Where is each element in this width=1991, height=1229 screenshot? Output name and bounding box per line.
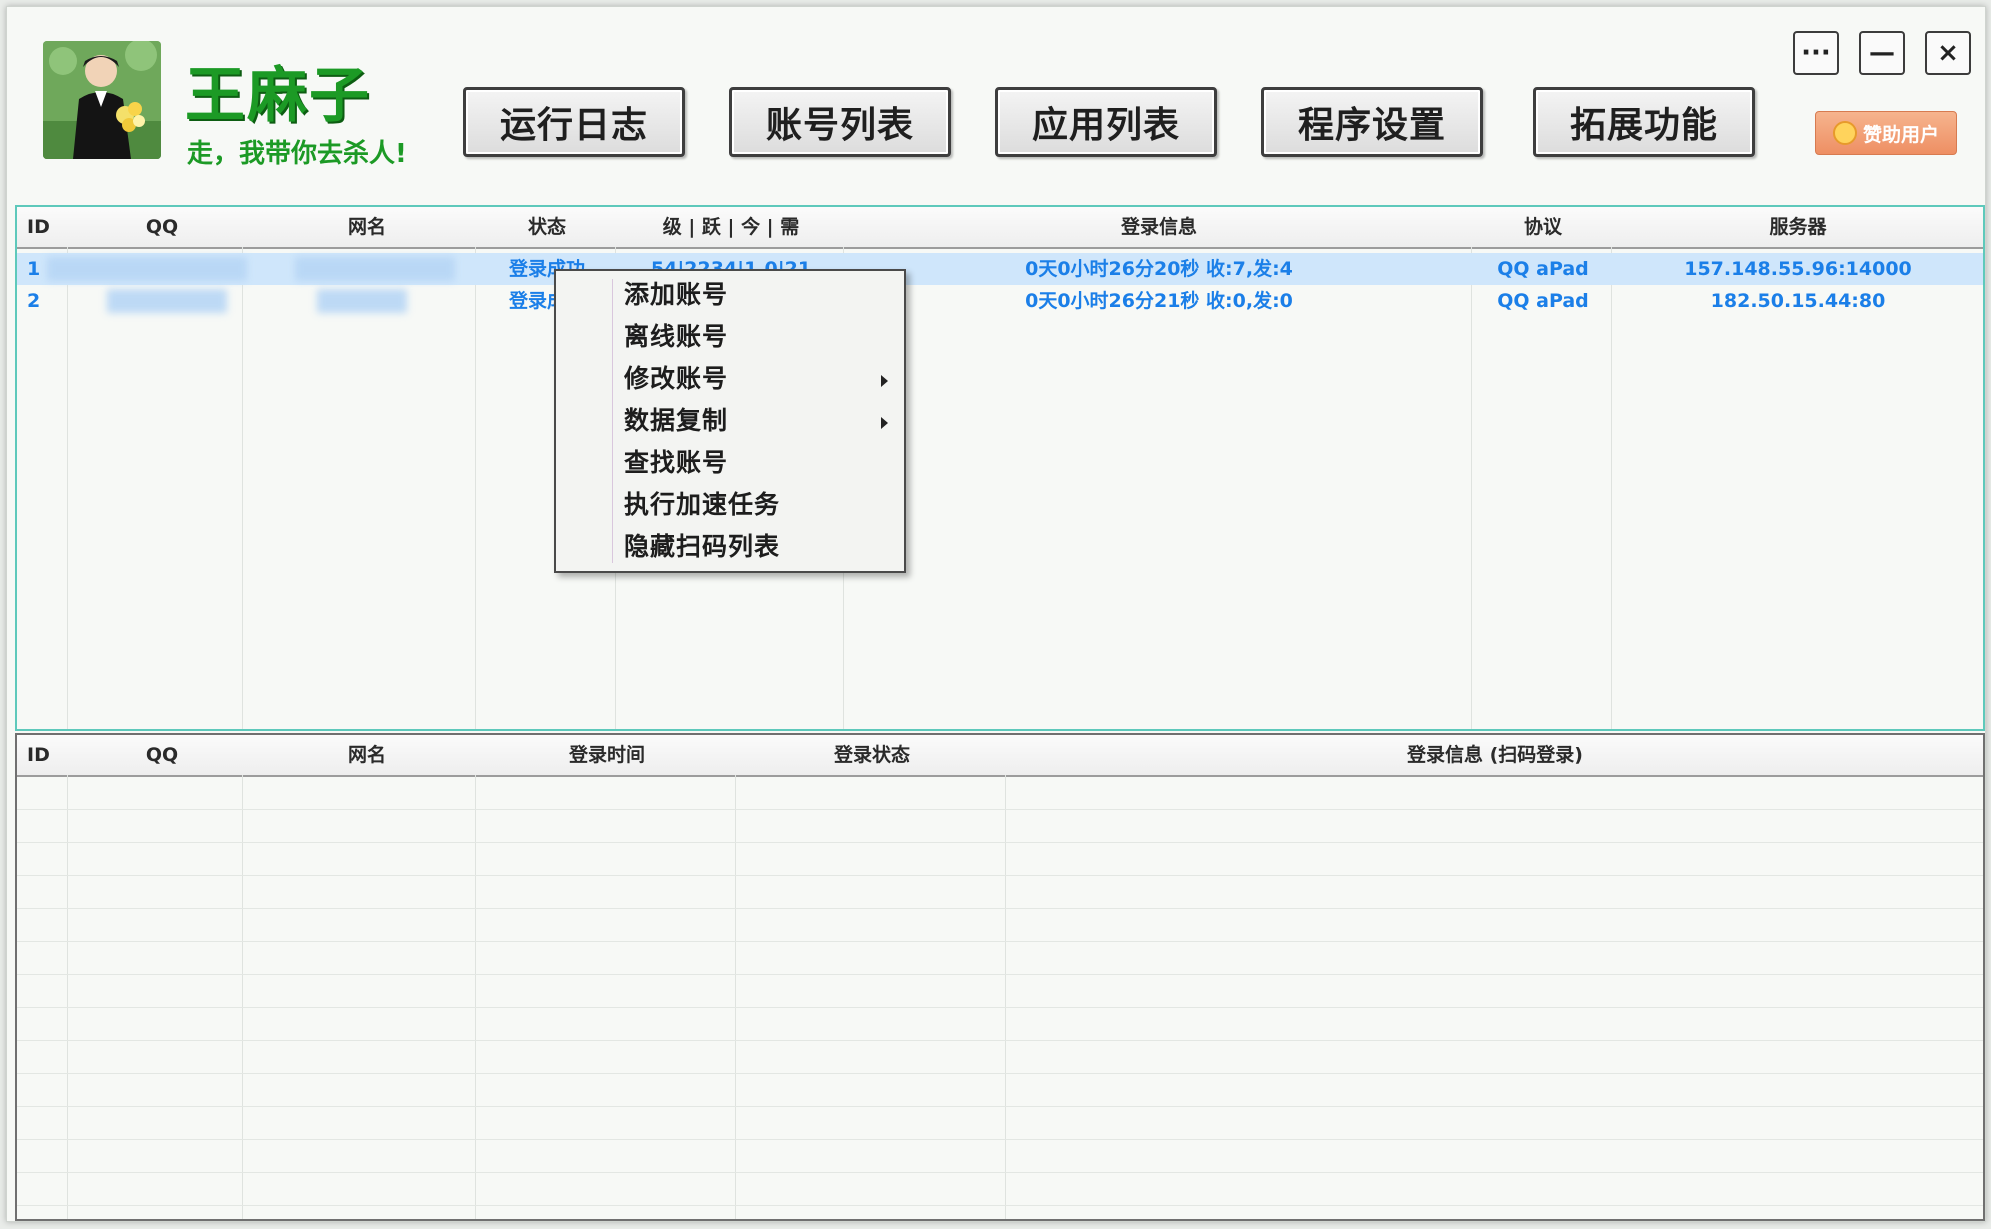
grid-line: [17, 1172, 1983, 1173]
col-login-info[interactable]: 登录信息: [1120, 216, 1197, 238]
column-divider: [1005, 775, 1006, 1219]
column-divider: [1471, 247, 1472, 729]
grid-line: [17, 1073, 1983, 1074]
col-server[interactable]: 服务器: [1769, 216, 1827, 238]
main-window: 王麻子 走，我带你去杀人! 运行日志 账号列表 应用列表 程序设置 拓展功能 ·…: [6, 6, 1986, 1222]
col-id[interactable]: ID: [27, 744, 50, 766]
close-button[interactable]: ×: [1925, 31, 1971, 75]
app-logo-avatar: [43, 41, 161, 159]
more-button[interactable]: ···: [1793, 31, 1839, 75]
scan-table-header: ID QQ 网名 登录时间 登录状态 登录信息 (扫码登录): [17, 735, 1983, 777]
row-id: 2: [27, 290, 41, 312]
row-protocol: QQ aPad: [1497, 258, 1589, 280]
menu-gutter: [612, 279, 613, 563]
row-login-info: 0天0小时26分20秒 收:7,发:4: [1025, 258, 1293, 280]
program-settings-button[interactable]: 程序设置: [1261, 87, 1483, 157]
column-divider: [475, 775, 476, 1219]
grid-line: [17, 1205, 1983, 1206]
table-row[interactable]: 1 登录成功 54|2234|1.0|21 0天0小时26分20秒 收:7,发:…: [17, 253, 1983, 285]
menu-run-boost-task[interactable]: 执行加速任务: [624, 490, 781, 519]
menu-modify-account[interactable]: 修改账号: [624, 364, 729, 393]
sponsor-user-button[interactable]: 赞助用户: [1815, 111, 1957, 155]
col-login-time[interactable]: 登录时间: [568, 744, 645, 766]
menu-copy-data[interactable]: 数据复制: [624, 406, 729, 435]
scan-login-table[interactable]: ID QQ 网名 登录时间 登录状态 登录信息 (扫码登录): [15, 733, 1985, 1221]
accounts-table-header: ID QQ 网名 状态 级 | 跃 | 今 | 需 登录信息 协议 服务器: [17, 207, 1983, 249]
menu-hide-scan-list[interactable]: 隐藏扫码列表: [624, 532, 781, 561]
context-menu: 添加账号 离线账号 修改账号 数据复制 查找账号 执行加速任务 隐藏扫码列表: [554, 269, 906, 573]
column-divider: [475, 247, 476, 729]
col-id[interactable]: ID: [27, 216, 50, 238]
menu-find-account[interactable]: 查找账号: [624, 448, 729, 477]
col-login-status[interactable]: 登录状态: [833, 744, 910, 766]
accounts-table[interactable]: ID QQ 网名 状态 级 | 跃 | 今 | 需 登录信息 协议 服务器 1 …: [15, 205, 1985, 731]
redacted-nickname: [295, 257, 455, 281]
grid-line: [17, 1040, 1983, 1041]
app-slogan: 走，我带你去杀人!: [187, 139, 407, 169]
col-qq[interactable]: QQ: [145, 216, 179, 238]
grid-line: [17, 1007, 1983, 1008]
app-title: 王麻子: [185, 61, 371, 131]
col-nickname[interactable]: 网名: [347, 216, 386, 238]
grid-line: [17, 842, 1983, 843]
row-id: 1: [27, 258, 41, 280]
avatar-illustration: [43, 41, 161, 159]
col-scan-login-info[interactable]: 登录信息 (扫码登录): [1407, 744, 1583, 766]
redacted-qq: [47, 257, 247, 281]
col-protocol[interactable]: 协议: [1523, 216, 1562, 238]
extensions-button[interactable]: 拓展功能: [1533, 87, 1755, 157]
row-login-info: 0天0小时26分21秒 收:0,发:0: [1025, 290, 1293, 312]
coin-icon: [1832, 121, 1857, 145]
col-qq[interactable]: QQ: [145, 744, 179, 766]
column-divider: [242, 775, 243, 1219]
submenu-arrow-icon: [881, 417, 888, 429]
app-list-button[interactable]: 应用列表: [995, 87, 1217, 157]
col-status[interactable]: 状态: [527, 216, 566, 238]
run-log-button[interactable]: 运行日志: [463, 87, 685, 157]
grid-line: [17, 974, 1983, 975]
row-server: 182.50.15.44:80: [1710, 290, 1886, 312]
column-divider: [1611, 247, 1612, 729]
grid-line: [17, 875, 1983, 876]
column-divider: [242, 247, 243, 729]
menu-offline-account[interactable]: 离线账号: [624, 322, 729, 351]
account-list-button[interactable]: 账号列表: [729, 87, 951, 157]
column-divider: [735, 775, 736, 1219]
grid-line: [17, 908, 1983, 909]
col-levels[interactable]: 级 | 跃 | 今 | 需: [662, 216, 800, 238]
redacted-nickname: [317, 289, 407, 313]
menu-add-account[interactable]: 添加账号: [624, 280, 729, 309]
column-divider: [67, 775, 68, 1219]
submenu-arrow-icon: [881, 375, 888, 387]
grid-line: [17, 941, 1983, 942]
grid-line: [17, 1106, 1983, 1107]
sponsor-label: 赞助用户: [1862, 123, 1939, 146]
col-nickname[interactable]: 网名: [347, 744, 386, 766]
minimize-button[interactable]: —: [1859, 31, 1905, 75]
table-row[interactable]: 2 登录成功 0天0小时26分21秒 收:0,发:0 QQ aPad 182.5…: [17, 285, 1983, 317]
redacted-qq: [107, 289, 227, 313]
grid-line: [17, 809, 1983, 810]
row-protocol: QQ aPad: [1497, 290, 1589, 312]
column-divider: [67, 247, 68, 729]
row-server: 157.148.55.96:14000: [1684, 258, 1912, 280]
grid-line: [17, 1139, 1983, 1140]
